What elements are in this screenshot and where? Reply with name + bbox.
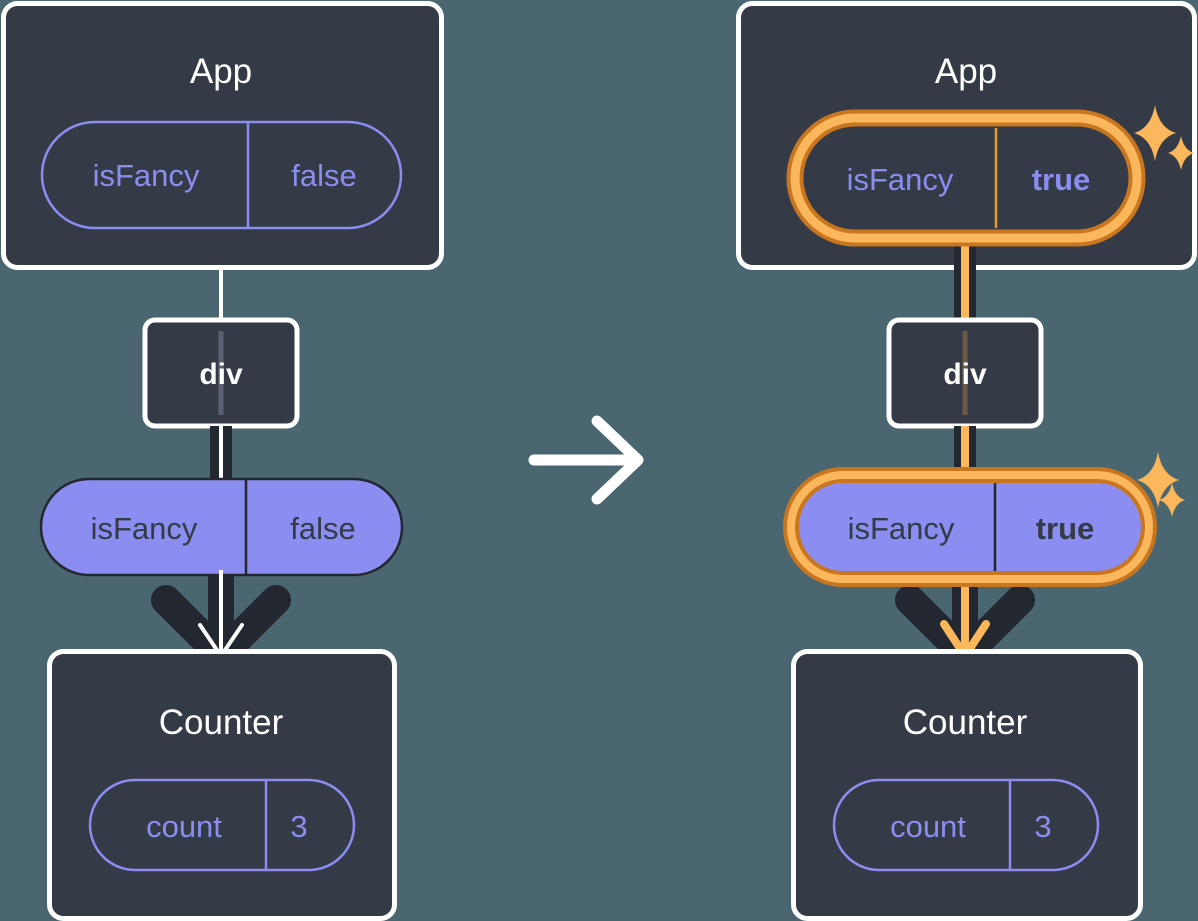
sparkle-group-props-right <box>1137 452 1185 517</box>
app-box-left <box>1 1 444 270</box>
app-state-pill-right <box>786 109 1146 247</box>
counter-state-pill-left <box>88 778 356 872</box>
sparkle-small-icon <box>1168 136 1194 170</box>
counter-box-right <box>791 649 1143 921</box>
render-arrow-left <box>151 570 291 670</box>
sparkle-group-app-right <box>1134 105 1194 170</box>
counter-state-pill-right <box>832 778 1100 872</box>
sparkle-small-icon <box>1159 483 1185 517</box>
sparkle-large-icon <box>1134 105 1176 161</box>
props-pill-left <box>39 477 404 577</box>
props-pill-right <box>783 467 1157 587</box>
counter-box-left <box>47 649 397 921</box>
transition-arrow-icon <box>528 415 644 505</box>
sparkle-large-icon <box>1137 452 1179 508</box>
app-state-pill-left <box>40 120 403 230</box>
